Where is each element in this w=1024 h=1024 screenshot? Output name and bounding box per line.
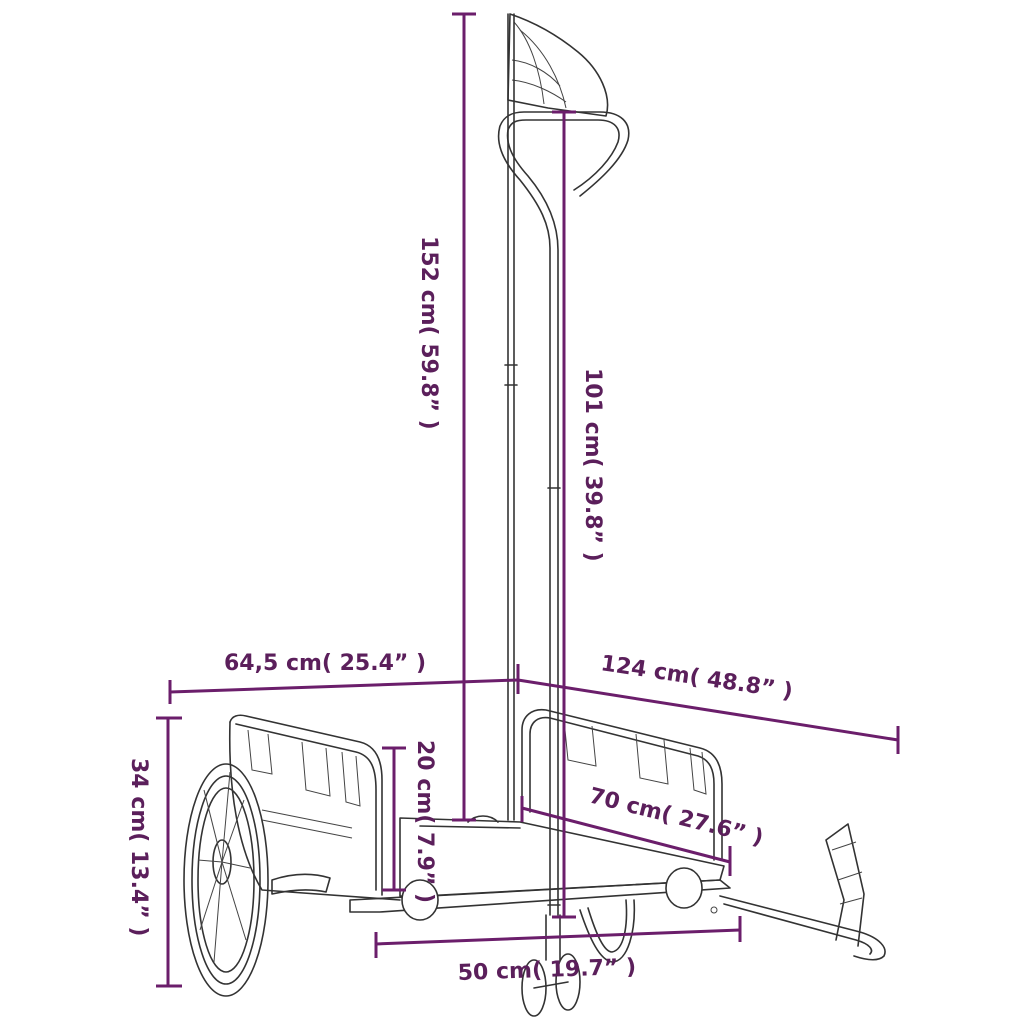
bed-width-line <box>375 928 741 946</box>
front-rollers <box>401 867 703 921</box>
right-wheel <box>579 899 636 963</box>
handle-height-label: 101 cm( 39.8” ) <box>580 368 605 562</box>
width-label: 64,5 cm( 25.4” ) <box>224 651 426 676</box>
width-line <box>169 678 519 694</box>
bed-width-label: 50 cm( 19.7” ) <box>457 955 636 986</box>
total-height-label: 152 cm( 59.8” ) <box>416 236 441 430</box>
length-line <box>517 678 899 742</box>
safety-flag <box>507 13 609 117</box>
left-side-panel <box>228 714 401 901</box>
push-handle <box>497 111 630 916</box>
wheel-height-label: 34 cm( 13.4” ) <box>126 758 151 936</box>
stand-wheels <box>521 914 581 1017</box>
dimension-lines <box>156 12 900 988</box>
bike-trailer-drawing <box>183 13 886 1017</box>
tow-bar <box>710 823 886 961</box>
right-side-panel <box>521 708 723 861</box>
trailer-bed <box>349 815 731 913</box>
bed-length-label: 70 cm( 27.6” ) <box>587 784 766 851</box>
side-height-label: 20 cm( 7.9” ) <box>412 740 437 903</box>
left-wheel <box>183 763 269 997</box>
bed-length-line <box>521 806 731 864</box>
flag-pole <box>504 13 518 821</box>
